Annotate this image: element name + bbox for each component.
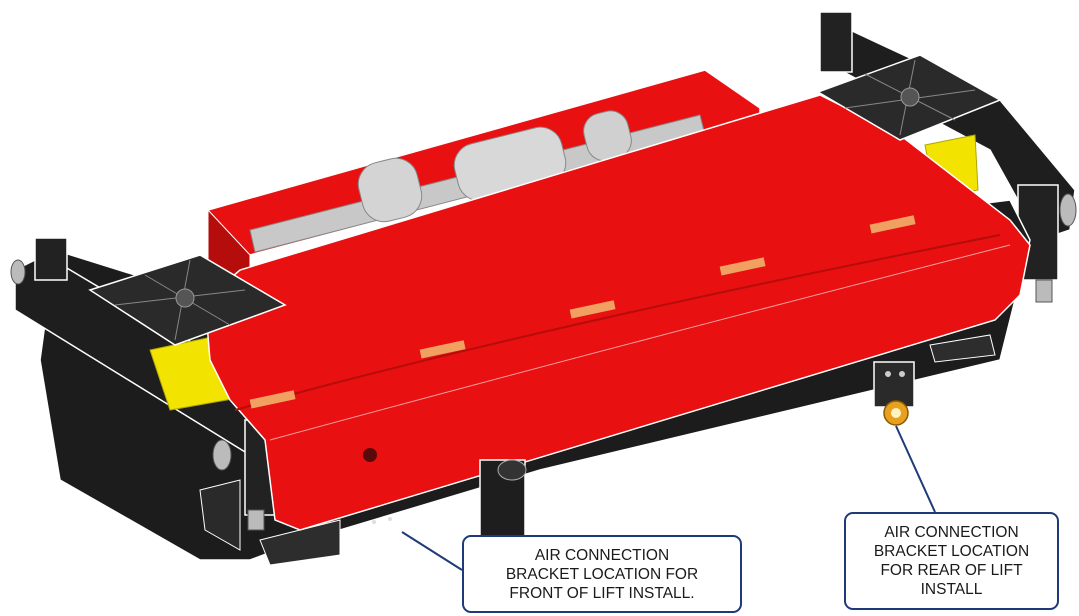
callout-rear-line-4: INSTALL — [920, 581, 983, 598]
orange-stripes — [249, 215, 916, 409]
callout-front-line-2: BRACKET LOCATION FOR — [505, 565, 699, 583]
leader-line-rear — [895, 425, 936, 513]
callout-rear-line-2: BRACKET LOCATION — [873, 543, 1030, 560]
callout-rear-line-1: AIR CONNECTION — [884, 524, 1019, 541]
callout-front-line-3: FRONT OF LIFT INSTALL. — [509, 584, 695, 602]
callout-front-line-1: AIR CONNECTION — [534, 546, 670, 564]
front-air-bracket — [372, 459, 527, 541]
rear-pad — [816, 54, 1002, 141]
callout-rear-install: AIR CONNECTION BRACKET LOCATION FOR REAR… — [844, 512, 1059, 610]
red-body-panel — [204, 94, 1031, 531]
front-pad — [88, 254, 287, 346]
rear-air-bracket — [873, 361, 915, 426]
leader-lines — [401, 425, 936, 571]
callout-rear-line-3: FOR REAR OF LIFT — [880, 562, 1023, 579]
callout-front-install: AIR CONNECTION BRACKET LOCATION FOR FRON… — [462, 535, 742, 613]
leader-line-front — [401, 531, 463, 571]
